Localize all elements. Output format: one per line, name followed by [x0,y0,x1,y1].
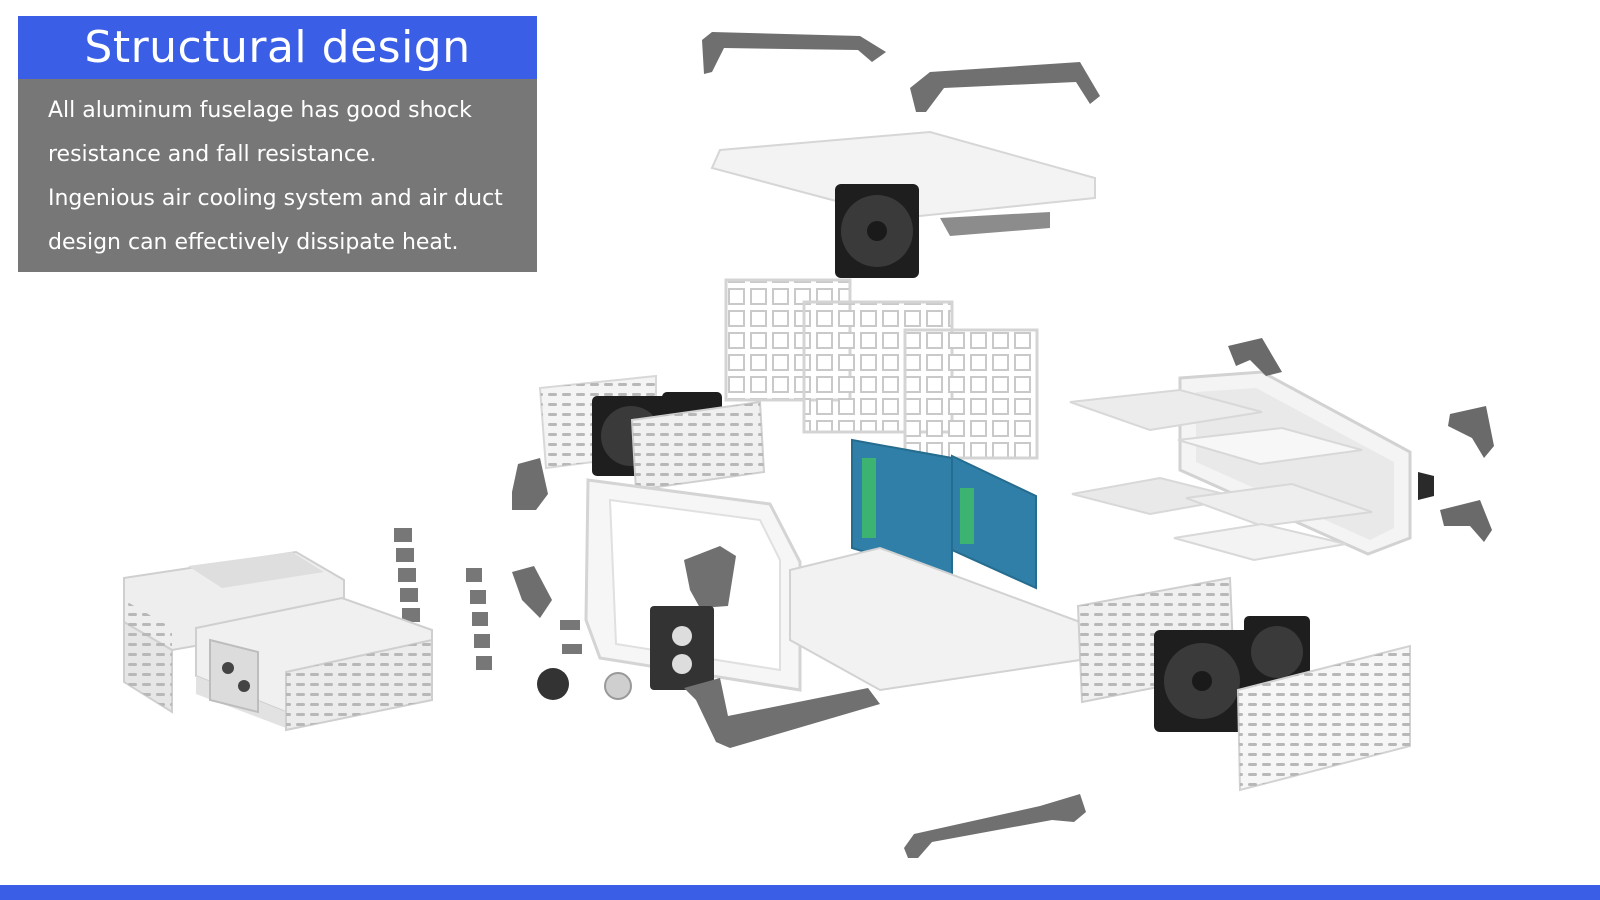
clip-icon [512,458,548,510]
vent-grille-icon [1236,644,1411,792]
bracket-icon [650,546,736,690]
handle-icon [910,62,1100,112]
pcb-icon [851,438,1037,590]
screw-parts-icon [394,528,632,700]
insulation-sheet-icon [1069,388,1373,562]
fan-icon [835,184,919,278]
description-line-2: Ingenious air cooling system and air duc… [48,186,503,255]
handle-icon [904,794,1086,858]
handle-icon [702,32,886,74]
description-panel: All aluminum fuselage has good shock res… [18,79,537,272]
vent-grille-icon [630,400,766,492]
page-title: Structural design [18,16,537,79]
fan-icon [1154,616,1310,732]
page-title-text: Structural design [84,22,471,73]
power-supply-icon [195,596,433,732]
clip-icon [1228,338,1494,542]
description-line-1: All aluminum fuselage has good shock res… [48,98,472,167]
top-cover-icon [710,130,1096,236]
handle-icon [684,678,880,748]
frame-grid-icon [724,278,1039,460]
footer-accent-bar [0,885,1600,900]
